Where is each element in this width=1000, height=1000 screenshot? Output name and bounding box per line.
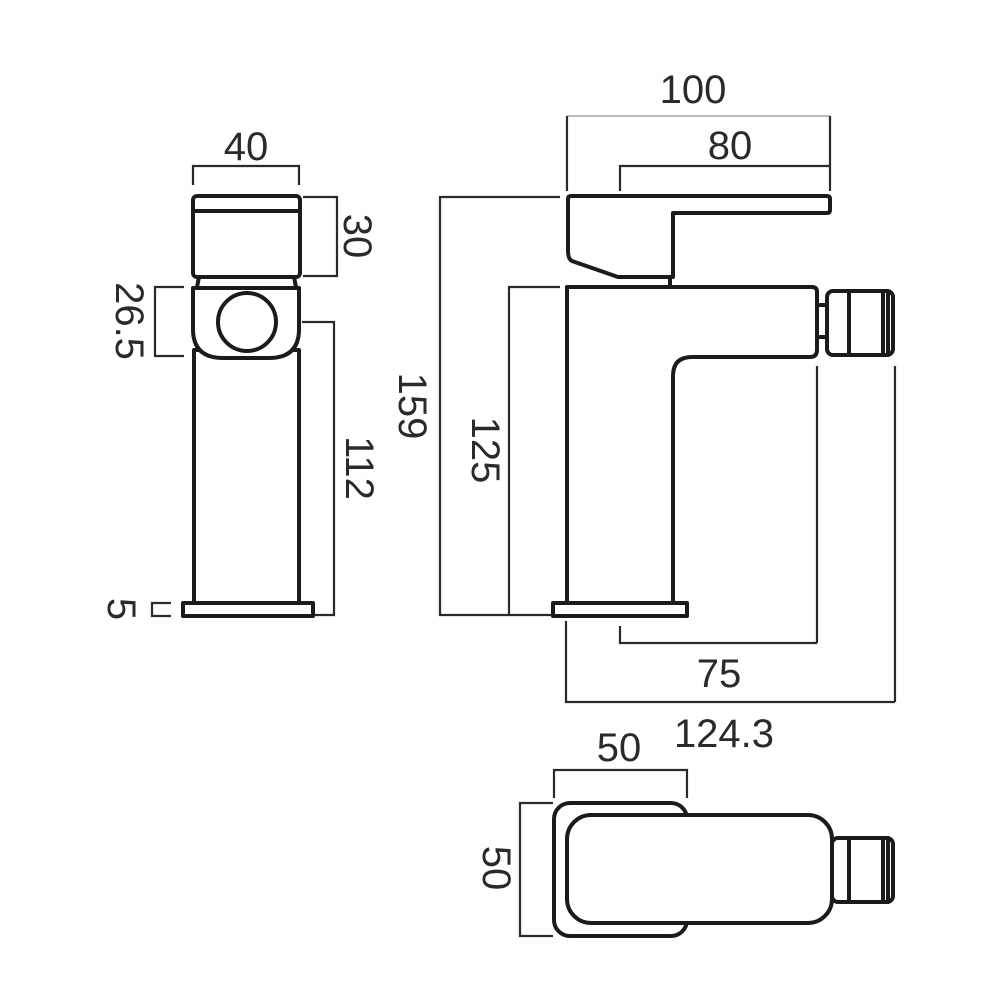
dim-spout-projection-label: 75: [697, 652, 742, 696]
dim-spout-height-label: 26.5: [107, 282, 151, 360]
dim-handle-width-label: 40: [224, 125, 269, 169]
dim-base-depth-lines: [518, 801, 553, 938]
dim-body-height-lines: [302, 320, 336, 617]
side-aerator-detail-lines: [847, 289, 890, 357]
dim-overall-height-lines: [438, 195, 560, 617]
side-body: [565, 285, 819, 605]
dim-base-width-lines: [552, 768, 689, 798]
dim-handle-height-lines: [303, 195, 339, 278]
front-view: 40 30 26.5 112 5: [99, 125, 381, 620]
side-base-plate: [551, 601, 689, 618]
dim-overall-projection-lines: [564, 366, 897, 704]
dim-base-depth-label: 50: [474, 846, 518, 891]
front-handle: [191, 194, 302, 279]
front-neck-left-line: [195, 275, 201, 289]
front-spout-outlet-circle: [216, 291, 278, 353]
dim-overall-projection-label: 124.3: [674, 712, 774, 756]
dim-overall-length-ext: [565, 116, 832, 191]
front-column: [192, 348, 301, 605]
side-view: 100 80 159 125 75 124.3: [390, 68, 897, 756]
top-aerator-detail-lines: [847, 836, 890, 904]
dim-handle-length-label: 80: [708, 124, 753, 168]
dim-spout-outlet-height-lines: [507, 285, 560, 615]
top-body: [565, 813, 834, 925]
dim-base-height-lines: [150, 601, 171, 618]
dim-handle-width-lines: [191, 164, 301, 185]
front-neck-right-line: [292, 275, 298, 289]
side-handle-lever: [566, 194, 832, 279]
side-aerator: [825, 289, 895, 357]
dim-base-height-label: 5: [99, 598, 143, 620]
top-view: 50 50: [474, 726, 895, 938]
dim-base-width-label: 50: [597, 726, 642, 770]
dim-overall-height-label: 159: [390, 373, 434, 440]
dim-handle-length-lines: [618, 164, 830, 191]
dim-handle-height-label: 30: [335, 214, 379, 259]
dim-body-height-label: 112: [337, 436, 381, 500]
dim-spout-height-lines: [153, 285, 184, 358]
dim-spout-projection-lines: [618, 366, 819, 645]
front-base-plate: [181, 601, 315, 618]
dim-overall-length-label: 100: [660, 68, 727, 112]
dim-spout-outlet-height-label: 125: [463, 417, 507, 484]
